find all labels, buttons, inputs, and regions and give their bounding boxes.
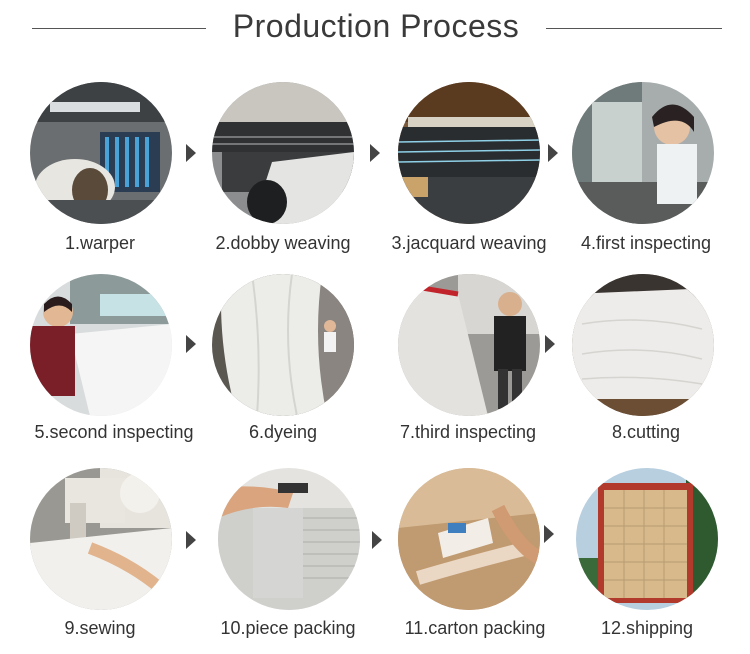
step-label-8: 8.cutting <box>611 422 681 442</box>
chevron-right-icon <box>184 333 198 355</box>
page-title: Production Process <box>232 8 520 44</box>
chevron-right-icon <box>184 529 198 551</box>
step-label-12: 12.shipping <box>600 618 694 638</box>
fabric-inspection-machine-photo <box>398 274 540 416</box>
chevron-right-icon <box>370 529 384 551</box>
chevron-right-icon <box>368 142 382 164</box>
step-label-1: 1.warper <box>64 233 136 253</box>
step-label-11: 11.carton packing <box>404 618 546 638</box>
step-label-6: 6.dyeing <box>248 422 318 442</box>
title-divider-right <box>546 28 722 29</box>
title-divider-left <box>32 28 206 29</box>
worker-inspecting-photo <box>572 82 714 224</box>
chevron-right-icon <box>542 523 556 545</box>
shipping-container-photo <box>576 468 718 610</box>
chevron-right-icon <box>546 142 560 164</box>
dobby-loom-photo <box>212 82 354 224</box>
step-label-10: 10.piece packing <box>220 618 356 638</box>
dyed-fabric-photo <box>212 274 354 416</box>
jacquard-loom-photo <box>398 82 540 224</box>
step-label-3: 3.jacquard weaving <box>391 233 547 253</box>
sewing-machine-photo <box>30 468 172 610</box>
step-label-2: 2.dobby weaving <box>215 233 351 253</box>
step-label-4: 4.first inspecting <box>580 233 712 253</box>
piece-packing-photo <box>218 468 360 610</box>
step-label-7: 7.third inspecting <box>399 422 537 442</box>
carton-packing-photo <box>398 468 540 610</box>
chevron-right-icon <box>543 333 557 355</box>
light-table-inspecting-photo <box>30 274 172 416</box>
header: Production Process <box>0 0 750 60</box>
chevron-right-icon <box>184 142 198 164</box>
warping-machine-photo <box>30 82 172 224</box>
step-label-9: 9.sewing <box>64 618 136 638</box>
step-label-5: 5.second inspecting <box>34 422 194 442</box>
fabric-cutting-table-photo <box>572 274 714 416</box>
